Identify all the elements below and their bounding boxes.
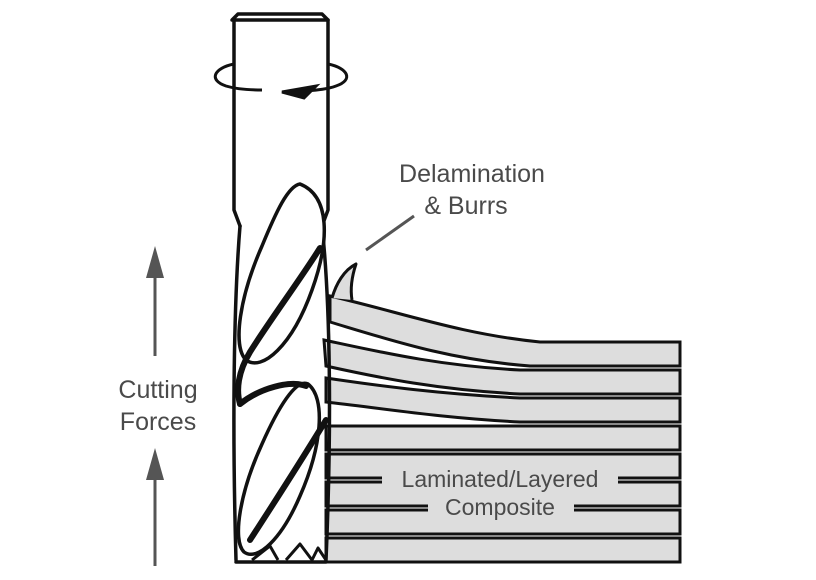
delaminated-ply-3 [324,376,682,424]
composite-label-line2: Composite [445,494,555,520]
burr-curl [330,262,358,301]
rotation-arrow-icon [213,62,349,100]
delaminated-ply-1 [328,294,682,368]
delamination-pointer-line [365,214,415,252]
rotation-arc-front [305,62,349,93]
composite-ply-3 [324,424,682,452]
helix-edge-3 [247,417,329,543]
label-background-line2 [428,494,574,522]
cutting-force-arrows [146,246,164,566]
helix-edge-1 [235,245,323,407]
drill-tip-chips [251,542,328,562]
delamination-label-line2: & Burrs [424,192,507,220]
drill-shank-cap [230,12,330,22]
composite-stack [322,294,682,564]
flute-lower [236,381,322,556]
end-mill-drill [230,12,332,564]
flute-upper [237,182,327,365]
drill-flutes [236,182,327,556]
rotation-arc-back [213,62,263,92]
cutting-forces-label-line1: Cutting [118,376,197,404]
drill-body-outline [232,224,332,562]
label-background-line1 [382,466,618,494]
composite-ply-7 [324,536,682,564]
force-arrow-lower-head [146,448,164,480]
helix-edge-2 [237,381,309,407]
delamination-label-line1: Delamination [399,160,545,188]
cutting-forces-label-line2: Forces [120,408,196,436]
force-arrow-upper-head [146,246,164,278]
delaminated-ply-2 [322,338,682,396]
composite-label-line1: Laminated/Layered [402,466,599,492]
rotation-arrowhead [281,83,321,100]
drill-helix-edges [235,245,329,543]
